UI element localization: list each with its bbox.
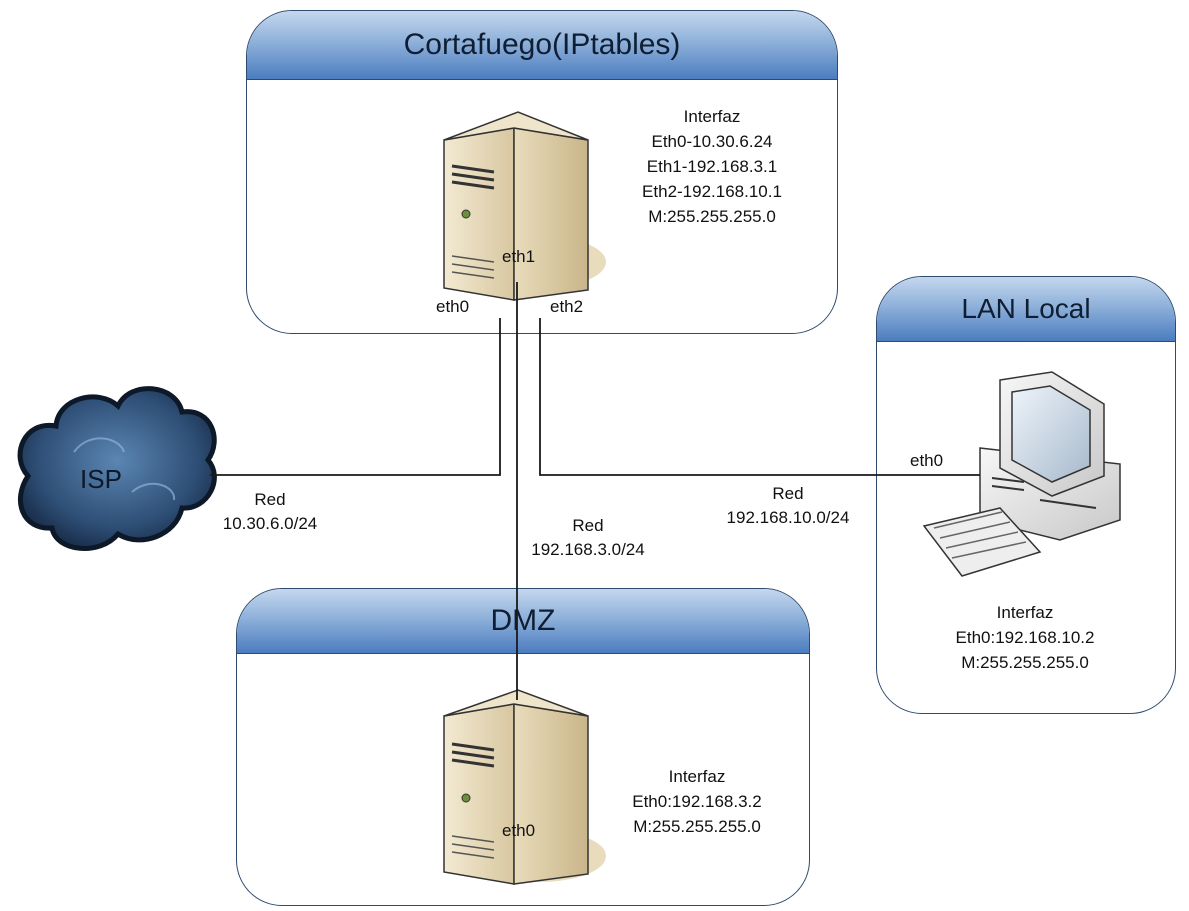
firewall-port-eth2: eth2: [550, 297, 584, 316]
dmz-eth0-address: Eth0:192.168.3.2: [632, 792, 762, 811]
dmz-server-icon: [443, 689, 606, 885]
link-isp: [210, 318, 501, 476]
dmz-network-title: Red: [572, 516, 604, 535]
isp-network-title: Red: [254, 490, 286, 509]
dmz-network-cidr: 192.168.3.0/24: [531, 540, 645, 559]
isp-cloud-label: ISP: [80, 464, 122, 494]
lan-interface-heading: Interfaz: [996, 603, 1054, 622]
dmz-port-eth0: eth0: [502, 821, 536, 840]
dmz-zone-title: DMZ: [237, 589, 809, 654]
firewall-eth0-address: Eth0-10.30.6.24: [651, 132, 773, 151]
firewall-port-eth0: eth0: [436, 297, 470, 316]
lan-zone-title: LAN Local: [877, 277, 1175, 342]
firewall-interface-info: Interfaz Eth0-10.30.6.24 Eth1-192.168.3.…: [612, 104, 812, 229]
lan-port-eth0: eth0: [910, 451, 944, 470]
isp-network-label: Red 10.30.6.0/24: [200, 488, 340, 536]
desktop-computer-icon: [922, 371, 1121, 577]
firewall-zone-title: Cortafuego(IPtables): [247, 11, 837, 80]
firewall-eth1-address: Eth1-192.168.3.1: [646, 157, 778, 176]
firewall-interface-heading: Interfaz: [683, 107, 741, 126]
links: [210, 282, 980, 700]
lan-eth0-address: Eth0:192.168.10.2: [955, 628, 1095, 647]
lan-network-title: Red: [772, 484, 804, 503]
lan-network-cidr: 192.168.10.0/24: [726, 508, 850, 527]
lan-interface-info: Interfaz Eth0:192.168.10.2 M:255.255.255…: [930, 600, 1120, 675]
link-lan: [539, 318, 980, 476]
dmz-network-label: Red 192.168.3.0/24: [506, 514, 670, 562]
dmz-interface-info: Interfaz Eth0:192.168.3.2 M:255.255.255.…: [602, 764, 792, 839]
lan-network-label: Red 192.168.10.0/24: [700, 482, 876, 530]
dmz-netmask: M:255.255.255.0: [633, 817, 761, 836]
firewall-port-eth1: eth1: [502, 247, 536, 266]
lan-netmask: M:255.255.255.0: [961, 653, 1089, 672]
dmz-interface-heading: Interfaz: [668, 767, 726, 786]
firewall-eth2-address: Eth2-192.168.10.1: [642, 182, 782, 201]
isp-network-cidr: 10.30.6.0/24: [222, 514, 318, 533]
firewall-netmask: M:255.255.255.0: [648, 207, 776, 226]
firewall-server-icon: [443, 111, 606, 301]
cloud-icon: [17, 386, 217, 551]
